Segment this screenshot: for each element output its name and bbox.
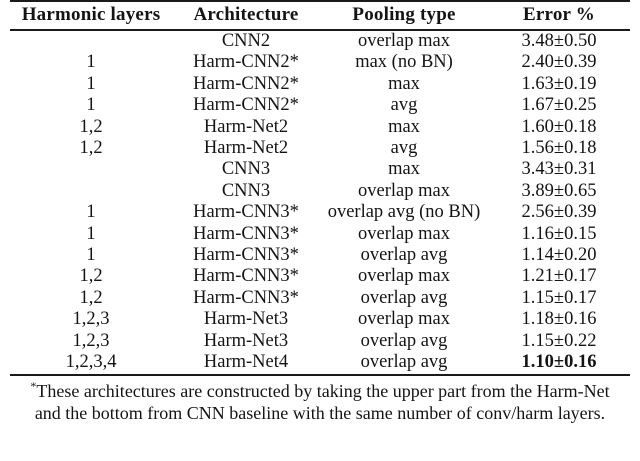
footnote-text: These architectures are constructed by t…	[34, 380, 610, 423]
table-header-row: Harmonic layers Architecture Pooling typ…	[10, 1, 630, 31]
cell-harmonic-layers: 1	[86, 52, 96, 73]
table-row: 1,2 Harm-Net2 max 1.60±0.18	[10, 117, 630, 138]
cell-pooling-type: overlap max	[358, 223, 450, 244]
table-row: 1 Harm-CNN2* max (no BN) 2.40±0.39	[10, 52, 630, 73]
cell-architecture: Harm-CNN3*	[193, 266, 299, 287]
cell-pooling-type: avg	[390, 138, 418, 159]
cell-harmonic-layers: 1,2,3,4	[10, 352, 172, 376]
table-row: 1,2,3 Harm-Net3 overlap avg 1.15±0.22	[10, 331, 630, 352]
cell-architecture: Harm-CNN3*	[193, 287, 299, 308]
table-row: CNN3 max 3.43±0.31	[10, 159, 630, 180]
cell-harmonic-layers: 1,2	[79, 138, 103, 159]
cell-harmonic-layers	[10, 181, 172, 202]
cell-harmonic-layers: 1,2,3	[72, 330, 110, 351]
cell-architecture: CNN3	[221, 159, 271, 180]
cell-pooling-type: overlap max	[358, 309, 450, 330]
table-row: 1,2 Harm-Net2 avg 1.56±0.18	[10, 138, 630, 159]
cell-error-percent: 1.56±0.18	[521, 138, 597, 159]
cell-architecture: Harm-CNN3*	[193, 245, 299, 266]
table-row: 1 Harm-CNN3* overlap avg 1.14±0.20	[10, 245, 630, 266]
cell-pooling-type: overlap max	[358, 266, 450, 287]
table-row: 1,2 Harm-CNN3* overlap max 1.21±0.17	[10, 266, 630, 287]
table-row: 1 Harm-CNN2* max 1.63±0.19	[10, 74, 630, 95]
cell-harmonic-layers: 1,2	[79, 116, 103, 137]
cell-architecture: Harm-Net2	[203, 138, 289, 159]
cell-architecture: Harm-CNN3*	[193, 223, 299, 244]
column-header-architecture: Architecture	[172, 1, 320, 31]
cell-error-percent: 3.43±0.31	[521, 159, 597, 180]
table-header: Harmonic layers Architecture Pooling typ…	[10, 1, 630, 31]
cell-architecture: Harm-CNN3*	[193, 202, 299, 223]
table-row: 1,2,3 Harm-Net3 overlap max 1.18±0.16	[10, 309, 630, 330]
cell-error-percent: 1.60±0.18	[521, 116, 597, 137]
results-table: Harmonic layers Architecture Pooling typ…	[10, 0, 630, 376]
cell-pooling-type: overlap avg (no BN)	[327, 202, 481, 223]
cell-harmonic-layers	[10, 159, 172, 180]
cell-architecture: Harm-CNN2*	[193, 73, 299, 94]
table-row: CNN2 overlap max 3.48±0.50	[10, 30, 630, 52]
cell-architecture: Harm-Net4	[172, 352, 320, 376]
cell-harmonic-layers	[10, 30, 172, 52]
cell-harmonic-layers: 1	[86, 245, 96, 266]
column-header-error-percent: Error %	[488, 1, 630, 31]
column-header-pooling-type: Pooling type	[320, 1, 488, 31]
cell-architecture: Harm-CNN2*	[193, 95, 299, 116]
cell-architecture: Harm-Net3	[203, 330, 289, 351]
cell-harmonic-layers: 1	[86, 223, 96, 244]
cell-pooling-type: max	[388, 159, 420, 180]
footnote-marker: *	[30, 378, 37, 393]
table-row: 1,2 Harm-CNN3* overlap avg 1.15±0.17	[10, 288, 630, 309]
cell-harmonic-layers: 1	[86, 95, 96, 116]
cell-error-percent: 1.16±0.15	[521, 223, 597, 244]
cell-error-percent: 1.67±0.25	[521, 95, 597, 116]
cell-harmonic-layers: 1,2,3	[72, 309, 110, 330]
cell-error-percent: 1.15±0.17	[521, 287, 597, 308]
cell-pooling-type: avg	[390, 95, 418, 116]
cell-error-percent: 3.48±0.50	[521, 31, 597, 51]
cell-harmonic-layers: 1,2	[79, 287, 103, 308]
cell-harmonic-layers: 1	[86, 73, 96, 94]
cell-error-percent: 1.14±0.20	[521, 245, 597, 266]
cell-architecture: Harm-CNN2*	[193, 52, 299, 73]
cell-pooling-type: overlap avg	[360, 245, 448, 266]
cell-architecture: CNN2	[221, 31, 271, 51]
cell-harmonic-layers: 1	[86, 202, 96, 223]
cell-pooling-type: overlap max	[358, 31, 450, 51]
cell-pooling-type: overlap avg	[320, 352, 488, 376]
table-row: 1 Harm-CNN3* overlap avg (no BN) 2.56±0.39	[10, 202, 630, 223]
cell-error-percent: 1.63±0.19	[521, 73, 597, 94]
table-row: CNN3 overlap max 3.89±0.65	[10, 181, 630, 202]
table-row: 1 Harm-CNN3* overlap max 1.16±0.15	[10, 224, 630, 245]
cell-error-percent: 2.40±0.39	[521, 52, 597, 73]
cell-error-percent: 1.15±0.22	[521, 330, 597, 351]
column-header-harmonic-layers: Harmonic layers	[10, 1, 172, 31]
cell-error-percent: 1.10±0.16	[488, 352, 630, 376]
cell-pooling-type: max	[388, 73, 420, 94]
cell-architecture: CNN3	[221, 180, 271, 201]
cell-pooling-type: overlap max	[358, 180, 450, 201]
cell-error-percent: 1.18±0.16	[521, 309, 597, 330]
table-row: 1 Harm-CNN2* avg 1.67±0.25	[10, 95, 630, 116]
cell-pooling-type: overlap avg	[360, 330, 448, 351]
cell-pooling-type: max	[388, 116, 420, 137]
cell-harmonic-layers: 1,2	[79, 266, 103, 287]
cell-architecture: Harm-Net3	[203, 309, 289, 330]
cell-error-percent: 2.56±0.39	[521, 202, 597, 223]
cell-pooling-type: overlap avg	[360, 287, 448, 308]
results-table-container: Harmonic layers Architecture Pooling typ…	[10, 0, 630, 424]
cell-pooling-type: max (no BN)	[355, 52, 453, 73]
table-footnote: *These architectures are constructed by …	[20, 380, 620, 424]
cell-error-percent: 1.21±0.17	[521, 266, 597, 287]
cell-error-percent: 3.89±0.65	[521, 180, 597, 201]
cell-architecture: Harm-Net2	[203, 116, 289, 137]
